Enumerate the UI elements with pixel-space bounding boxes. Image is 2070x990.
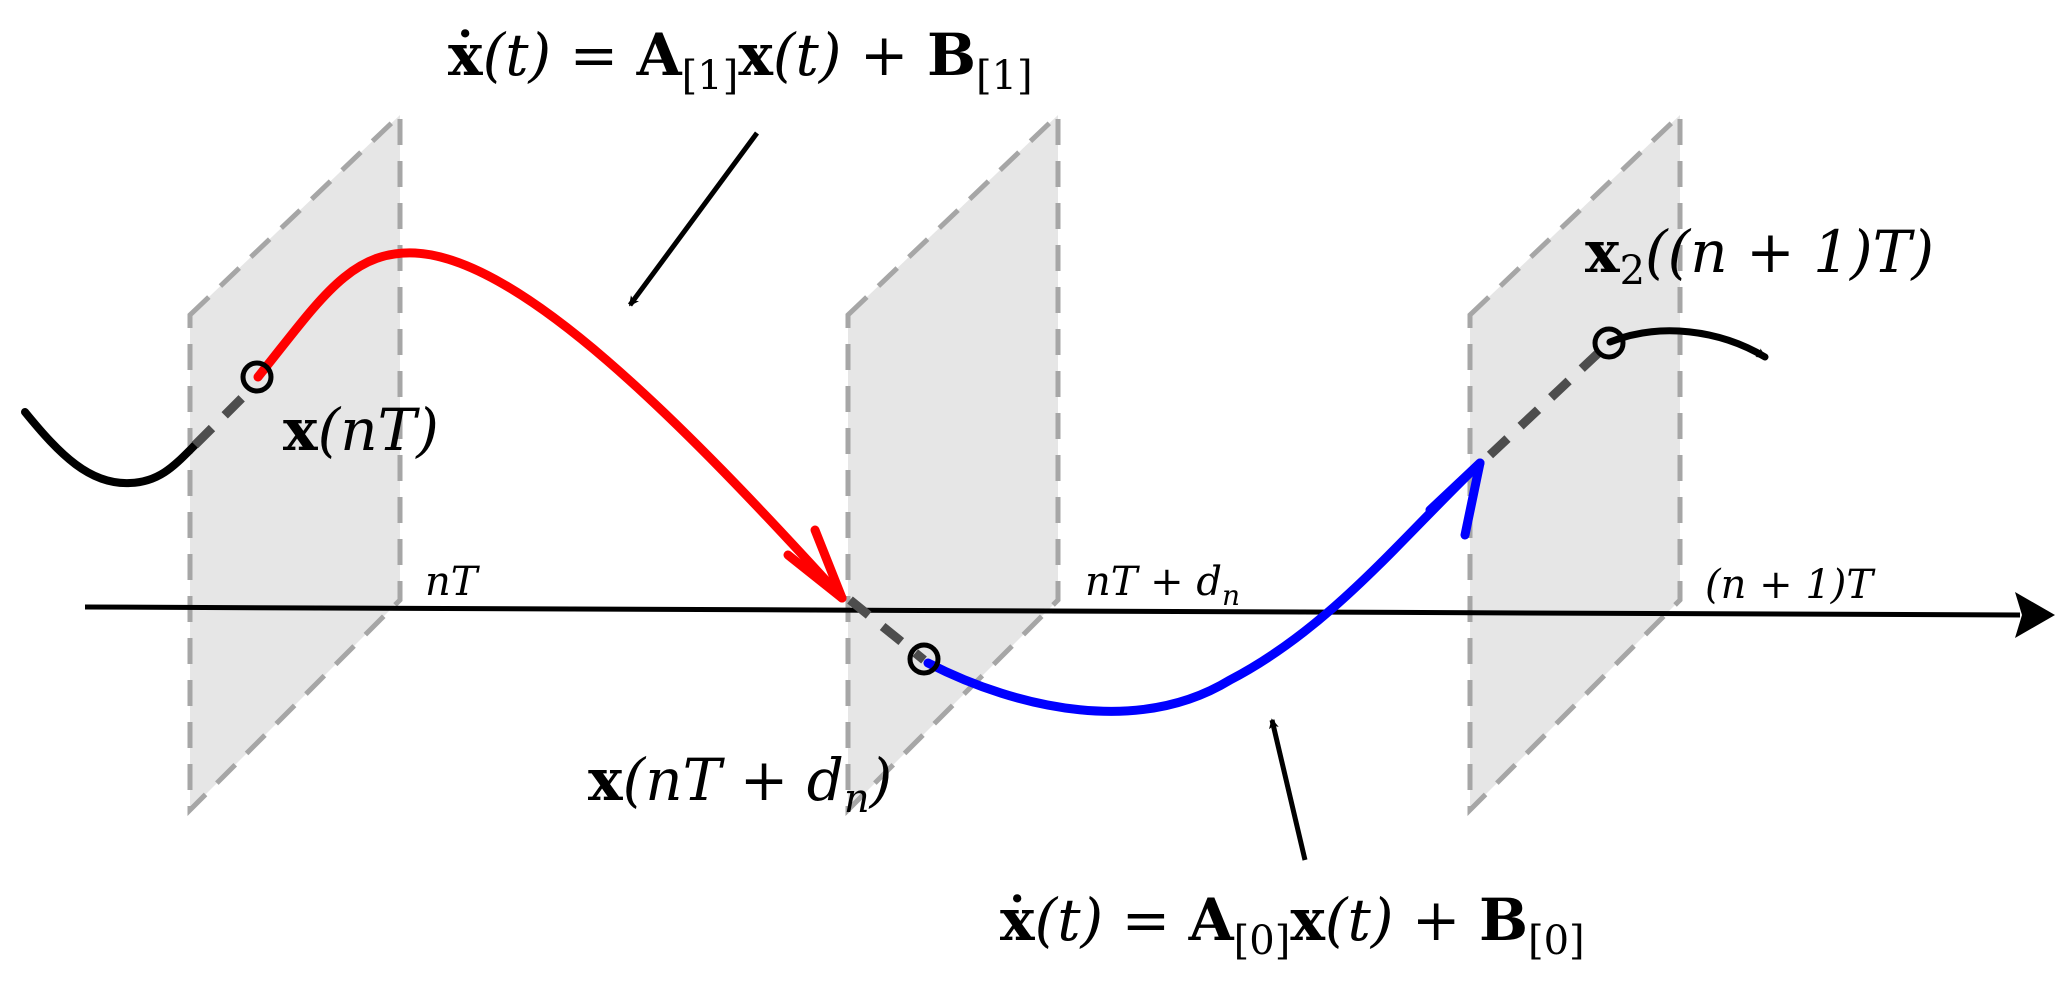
eq0-lhs: ẋ — [1000, 886, 1035, 954]
eq0-x: x — [1290, 886, 1325, 954]
state-next-x: x — [1585, 218, 1620, 286]
state-label-nT: x(nT) — [283, 396, 439, 464]
axis-tick-labels: nT nT + dn (n + 1)T — [425, 559, 1876, 612]
eq1-t2: (t) + — [773, 21, 927, 89]
eq1-B: B — [927, 21, 976, 89]
state-next-arg: ((n + 1)T) — [1645, 218, 1934, 286]
eq1-t1: (t) = — [483, 21, 637, 89]
time-axis — [84, 592, 2055, 638]
mode0-trajectory — [923, 458, 1485, 716]
eq1-B-sub: [1] — [976, 53, 1033, 99]
eq0-t2: (t) + — [1325, 886, 1479, 954]
eq1-lhs: ẋ — [448, 21, 483, 89]
plane-nT-plus-dn — [845, 109, 1061, 817]
state-nT-x: x — [283, 396, 318, 464]
state-marker-nT — [240, 360, 274, 394]
eq0-A: A — [1188, 886, 1235, 954]
time-axis-line — [84, 604, 2021, 618]
state-markers — [240, 326, 1626, 676]
state-nT-dn-x: x — [588, 746, 623, 814]
eq1-A-sub: [1] — [682, 53, 739, 99]
eq0-B-sub: [0] — [1528, 918, 1585, 964]
trajectories — [21, 248, 1769, 716]
incoming-trajectory — [21, 408, 199, 488]
state-label-n-plus-1-T: x2((n + 1)T) — [1585, 218, 1934, 294]
plane-nT — [187, 109, 403, 817]
eq1-x: x — [738, 21, 773, 89]
eq0-B: B — [1479, 886, 1528, 954]
tick-label-nT-plus-dn-main: nT + d — [1085, 559, 1222, 605]
eq0-A-sub: [0] — [1234, 918, 1291, 964]
mode0-arrowhead — [1425, 458, 1485, 540]
eq1-A: A — [636, 21, 683, 89]
state-nT-dn-sub: n — [844, 776, 870, 822]
plane-n-plus-1-T — [1467, 109, 1683, 817]
state-nT-dn-arg: (nT + d — [623, 746, 844, 814]
state-marker-n-plus-1-T — [1592, 326, 1626, 360]
annotation-arrows — [627, 131, 1308, 861]
equation-mode1: ẋ(t) = A[1]x(t) + B[1] — [448, 21, 1033, 99]
mode1-equation-pointer — [627, 131, 760, 307]
tick-label-nT-plus-dn-sub: n — [1222, 579, 1240, 612]
state-label-nT-plus-dn: x(nT + dn) — [588, 746, 892, 822]
state-marker-nT-plus-dn — [907, 642, 941, 676]
jump-segment-mid — [847, 596, 927, 664]
mode1-arrowhead — [783, 525, 847, 603]
time-axis-arrowhead — [2015, 592, 2055, 638]
outgoing-trajectory — [1606, 327, 1769, 361]
eq0-t1: (t) = — [1035, 886, 1189, 954]
tick-label-n-plus-1-T: (n + 1)T — [1705, 562, 1876, 608]
tick-label-nT-plus-dn: nT + dn — [1085, 559, 1240, 612]
jump-segment-start — [191, 391, 249, 449]
tick-label-nT: nT — [425, 559, 481, 605]
mode1-trajectory — [253, 248, 847, 603]
state-next-sub: 2 — [1620, 248, 1645, 294]
jump-segment-end — [1486, 338, 1614, 459]
state-nT-dn-close: ) — [868, 746, 893, 814]
state-nT-arg: (nT) — [318, 396, 439, 464]
mode0-equation-pointer — [1269, 718, 1308, 861]
equation-mode0: ẋ(t) = A[0]x(t) + B[0] — [1000, 886, 1585, 964]
